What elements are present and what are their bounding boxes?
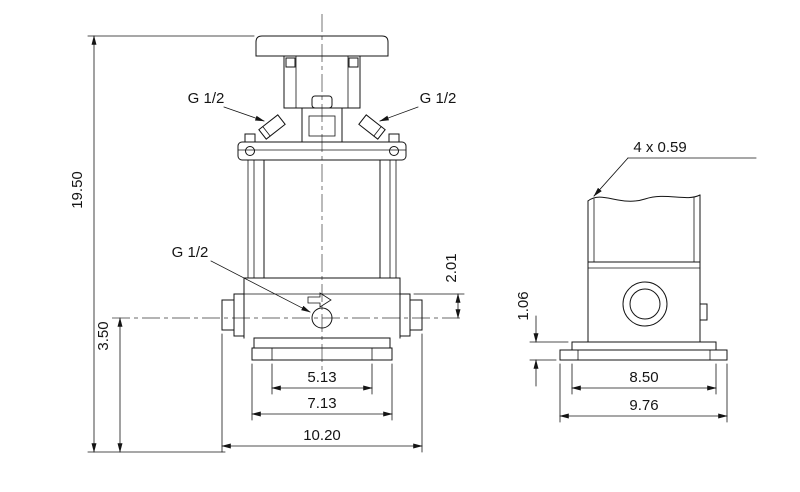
fan-cover [255,35,389,57]
suction-flange [233,293,245,337]
port-label: G 1/2 [188,90,225,107]
break-line [587,194,701,202]
dim-bolt-spacing-front: 5.13 [271,363,373,395]
flow-arrow [307,292,332,308]
vent-port-nut [262,126,271,137]
dim-base-height: 1.06 [515,291,569,387]
flange-nut-left [244,133,256,143]
port-flange-inner [629,288,661,320]
dim-port-offset: 2.01 [413,253,465,319]
pump-head-flange [237,141,407,161]
dim-label-bolt-spacing: 5.13 [307,369,336,386]
dim-overall-width: 10.20 [221,333,423,453]
dim-label-overall-height: 19.50 [69,171,86,209]
discharge-flange [399,293,411,337]
stud-nut-right [348,57,359,68]
discharge-stub [409,299,423,331]
dim-port-height: 3.50 [95,317,123,453]
dim-base-width-front: 7.13 [251,363,393,421]
flange-bolt-left [245,146,255,156]
base-plate [251,347,393,361]
flange-nut-right [388,133,400,143]
leader-line [593,157,629,197]
dim-label-port-offset: 2.01 [443,253,460,282]
dim-overall-height: 19.50 [69,35,255,453]
base-top-side [571,341,717,351]
suction-stub [221,299,235,331]
leader-line [210,260,311,313]
side-view [559,194,728,361]
port-label: G 1/2 [172,244,209,261]
flange-bolt-right [389,146,399,156]
dim-bolt-spacing-side: 8.50 [571,363,717,395]
dim-label-base-depth: 9.76 [629,397,658,414]
dim-label-overall-width: 10.20 [303,427,341,444]
coupling-inner [308,115,336,137]
label-drain-port: G 1/2 [172,244,311,313]
dim-label-bolt-spacing-side: 8.50 [629,369,658,386]
dim-base-depth: 9.76 [559,363,728,423]
vent-port-body [258,114,286,140]
dim-mounting-holes: 4 x 0.59 [593,139,757,197]
vent-port-body [358,114,386,140]
drain-plug [311,307,333,329]
stud-nut-left [285,57,296,68]
side-tab [699,303,708,321]
leader-line [379,106,419,122]
vent-port-nut [373,126,382,137]
vent-port-left [258,114,286,140]
dim-label-port-height: 3.50 [95,321,112,350]
label-vent-port-left: G 1/2 [188,90,265,122]
dim-label-base-width: 7.13 [307,395,336,412]
vent-port-right [358,114,386,140]
label-vent-port-right: G 1/2 [379,90,457,122]
dim-label-mounting-holes: 4 x 0.59 [633,139,686,156]
front-view [112,14,464,374]
base-plate-side [559,349,728,361]
dim-label-base-height: 1.06 [515,291,532,320]
port-label: G 1/2 [420,90,457,107]
leader-line [223,106,265,122]
port-flange-outer [622,281,668,327]
